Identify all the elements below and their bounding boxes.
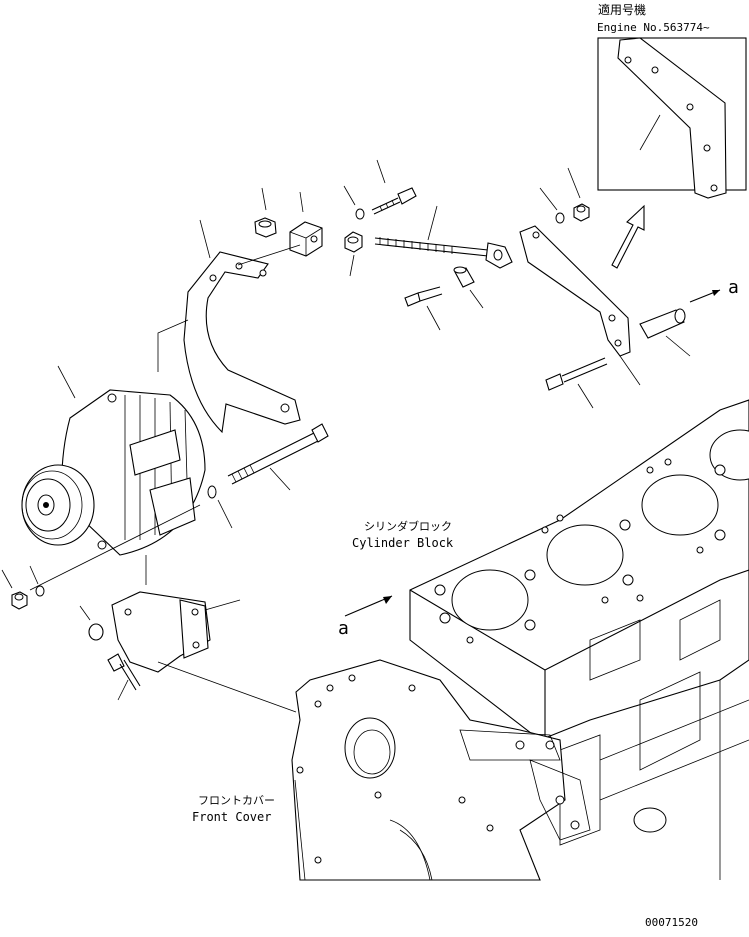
cylinder-block-en: Cylinder Block [352, 536, 454, 550]
washer-right [555, 212, 565, 224]
reference-arrow [611, 204, 645, 269]
sleeve [639, 309, 685, 339]
drawing-number: 00071520 [645, 916, 698, 929]
view-a-left: a [338, 618, 349, 639]
lower-mount-bracket [111, 555, 297, 713]
engine-number-label: Engine No.563774~ [597, 21, 710, 34]
adjust-bracket: a [519, 225, 739, 409]
bolt-upper [371, 197, 401, 215]
cylinder-block: a [338, 399, 749, 880]
strap-bracket [157, 219, 301, 434]
applicable-engine-box: 適用号機 Engine No.563774~ [597, 2, 747, 199]
front-cover [291, 659, 591, 881]
cylinder-block-jp: シリンダブロック [364, 519, 452, 533]
bolt-short [404, 292, 421, 307]
alternator [21, 365, 206, 591]
washer-left [35, 585, 45, 597]
front-cover-jp: フロントカバー [198, 794, 275, 807]
long-stud [374, 237, 489, 257]
bracket-variant [617, 37, 727, 199]
washer-upper [355, 208, 365, 220]
washer-lower [207, 485, 217, 499]
applicable-frame [597, 37, 747, 191]
view-a-right: a [728, 277, 739, 298]
bolt-long [227, 431, 321, 485]
front-cover-en: Front Cover [192, 810, 271, 824]
bushing-lower [88, 623, 104, 641]
bolt-lower [107, 653, 125, 672]
applicable-title: 適用号機 [598, 2, 646, 17]
upper-hardware [254, 159, 590, 331]
bolt-adjust [545, 373, 564, 391]
